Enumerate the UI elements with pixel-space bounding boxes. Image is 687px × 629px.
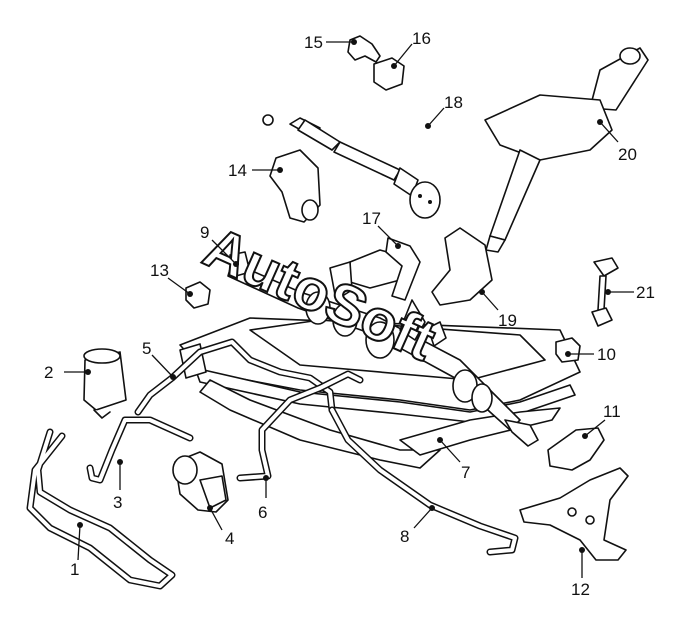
callout-3: 3 (113, 459, 123, 512)
rubber-bush-right (555, 337, 581, 363)
svg-text:18: 18 (444, 93, 463, 112)
callout-7: 7 (437, 437, 470, 482)
power-steering-pump (172, 451, 229, 513)
callout-5: 5 (142, 339, 176, 380)
svg-text:8: 8 (400, 527, 409, 546)
svg-text:5: 5 (142, 339, 151, 358)
heat-shield (431, 227, 493, 306)
coupling-rod (591, 257, 619, 327)
svg-text:16: 16 (412, 29, 431, 48)
hoses (26, 338, 519, 590)
svg-text:7: 7 (461, 463, 470, 482)
svg-text:9: 9 (200, 223, 209, 242)
svg-text:10: 10 (597, 345, 616, 364)
svg-text:4: 4 (225, 529, 234, 548)
callout-2: 2 (44, 363, 91, 382)
callout-17: 17 (362, 209, 401, 249)
svg-text:21: 21 (636, 283, 655, 302)
steering-rack (227, 251, 539, 447)
callout-4: 4 (207, 505, 234, 548)
svg-text:19: 19 (498, 311, 517, 330)
rubber-bush-small (185, 281, 211, 309)
callout-10: 10 (565, 345, 616, 364)
svg-text:6: 6 (258, 503, 267, 522)
callout-20: 20 (597, 119, 637, 164)
svg-text:11: 11 (603, 402, 621, 421)
bracket (547, 427, 605, 471)
svg-text:12: 12 (571, 580, 590, 599)
svg-text:15: 15 (304, 33, 323, 52)
callout-19: 19 (479, 289, 517, 330)
svg-text:2: 2 (44, 363, 53, 382)
callout-16: 16 (391, 29, 431, 69)
svg-text:3: 3 (113, 493, 122, 512)
callout-13: 13 (150, 261, 193, 297)
callout-6: 6 (258, 475, 269, 522)
callout-21: 21 (605, 283, 655, 302)
rubber-bush (373, 57, 405, 91)
svg-text:13: 13 (150, 261, 169, 280)
svg-text:17: 17 (362, 209, 381, 228)
callout-12: 12 (571, 547, 590, 599)
svg-text:14: 14 (228, 161, 247, 180)
callout-9: 9 (200, 223, 239, 267)
fluid-reservoir (83, 348, 127, 419)
callout-14: 14 (228, 161, 283, 180)
drive-shaft (289, 117, 441, 219)
callout-11: 11 (582, 402, 621, 439)
rack-pipe-bracket (385, 237, 421, 301)
callout-15: 15 (304, 33, 357, 52)
callout-1: 1 (70, 522, 83, 579)
callout-8: 8 (400, 505, 435, 546)
svg-text:20: 20 (618, 145, 637, 164)
steering-column (484, 47, 649, 253)
callout-18: 18 (425, 93, 463, 129)
svg-text:1: 1 (70, 560, 79, 579)
